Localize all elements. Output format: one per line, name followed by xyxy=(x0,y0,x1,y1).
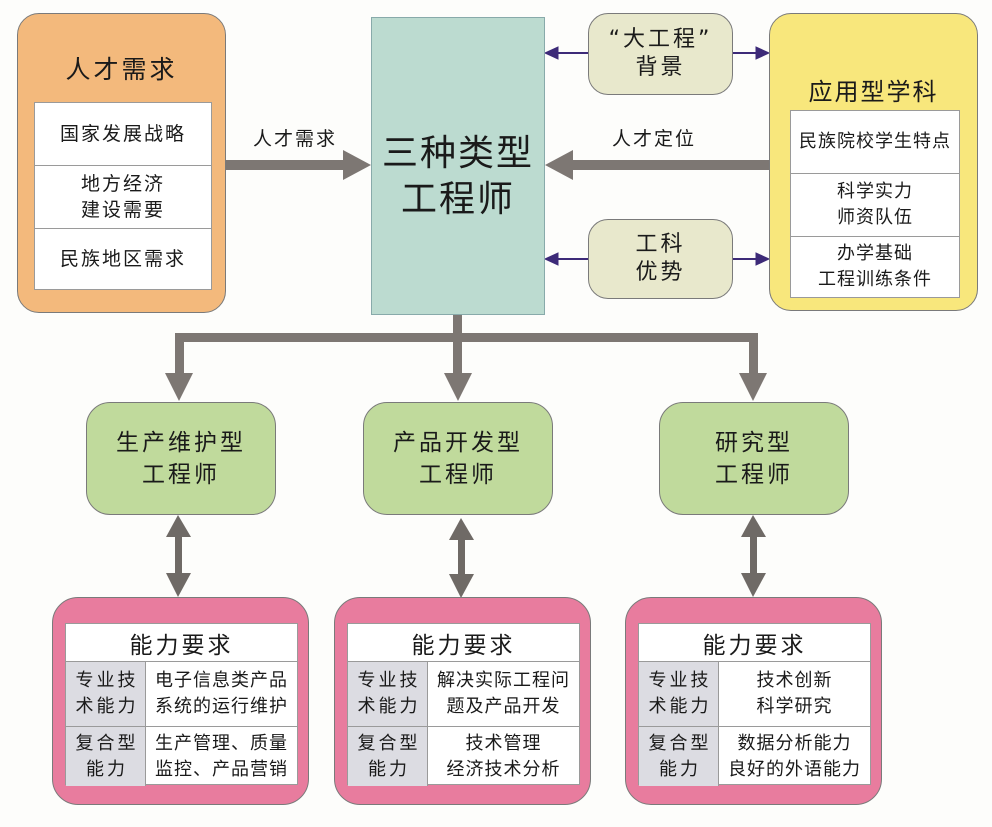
row-label: 专业技 术能力 xyxy=(348,662,428,726)
table-row: 复合型 能力 生产管理、质量 监控、产品营销 xyxy=(66,727,297,786)
applied-discipline-title: 应用型学科 xyxy=(808,78,939,106)
row-value: 生产管理、质量 监控、产品营销 xyxy=(155,732,288,780)
row-value: 技术管理 经济技术分析 xyxy=(446,732,561,780)
engineering-advantage-box: 工科 优势 xyxy=(588,219,733,299)
arrow-engineers-to-types xyxy=(165,315,767,401)
engineers-title: 三种类型 工程师 xyxy=(381,133,534,220)
talent-demand-panel: 人才需求 国家发展战略 地方经济 建设需要 民族地区需求 xyxy=(17,13,226,313)
demand-item: 地方经济 建设需要 xyxy=(35,166,211,229)
discipline-item: 办学基础 工程训练条件 xyxy=(818,243,932,290)
row-label: 复合型 能力 xyxy=(639,727,719,786)
requirements-title: 能力要求 xyxy=(348,624,579,662)
arrow-type3-requirements xyxy=(741,515,766,597)
arrow-label-talent-positioning: 人才定位 xyxy=(612,128,697,150)
row-value: 电子信息类产品 系统的运行维护 xyxy=(155,670,288,717)
research-engineer-box: 研究型 工程师 xyxy=(659,402,849,515)
applied-discipline-panel: 应用型学科 民族院校学生特点 科学实力 师资队伍 办学基础 工程训练条件 xyxy=(769,13,978,311)
requirements-title: 能力要求 xyxy=(639,624,870,662)
row-value: 技术创新 科学研究 xyxy=(756,670,833,717)
row-label: 复合型 能力 xyxy=(348,727,428,786)
row-value: 解决实际工程问 题及产品开发 xyxy=(437,670,570,717)
table-row: 复合型 能力 数据分析能力 良好的外语能力 xyxy=(639,727,870,786)
row-label: 复合型 能力 xyxy=(66,727,146,786)
requirements-panel-production: 能力要求 专业技 术能力 电子信息类产品 系统的运行维护 复合型 能力 生产管理… xyxy=(52,597,309,805)
arrow-type1-requirements xyxy=(166,515,191,597)
discipline-item: 民族院校学生特点 xyxy=(791,111,959,174)
arrow-discipline-to-engineers xyxy=(545,150,769,180)
requirements-panel-development: 能力要求 专业技 术能力 解决实际工程问 题及产品开发 复合型 能力 技术管理 … xyxy=(334,597,591,805)
row-value: 数据分析能力 良好的外语能力 xyxy=(728,732,861,780)
arrow-demand-to-engineers xyxy=(226,150,371,180)
production-maintenance-engineer-box: 生产维护型 工程师 xyxy=(86,402,276,515)
talent-demand-list: 国家发展战略 地方经济 建设需要 民族地区需求 xyxy=(34,102,212,290)
table-row: 专业技 术能力 电子信息类产品 系统的运行维护 xyxy=(66,662,297,727)
applied-discipline-list: 民族院校学生特点 科学实力 师资队伍 办学基础 工程训练条件 xyxy=(790,110,960,298)
three-engineer-types-box: 三种类型 工程师 xyxy=(371,17,545,315)
requirements-panel-research: 能力要求 专业技 术能力 技术创新 科学研究 复合型 能力 数据分析能力 良好的… xyxy=(625,597,882,805)
row-label: 专业技 术能力 xyxy=(66,662,146,726)
table-row: 专业技 术能力 解决实际工程问 题及产品开发 xyxy=(348,662,579,727)
big-engineering-background-box: “大工程” 背景 xyxy=(588,13,733,95)
arrow-advantage-bidirectional xyxy=(543,252,771,266)
requirements-table: 能力要求 专业技 术能力 电子信息类产品 系统的运行维护 复合型 能力 生产管理… xyxy=(65,623,298,786)
requirements-title: 能力要求 xyxy=(66,624,297,662)
demand-item: 国家发展战略 xyxy=(35,103,211,166)
row-label: 专业技 术能力 xyxy=(639,662,719,726)
product-development-engineer-box: 产品开发型 工程师 xyxy=(363,402,553,515)
requirements-table: 能力要求 专业技 术能力 技术创新 科学研究 复合型 能力 数据分析能力 良好的… xyxy=(638,623,871,786)
arrow-background-bidirectional xyxy=(543,46,771,60)
table-row: 复合型 能力 技术管理 经济技术分析 xyxy=(348,727,579,786)
arrow-type2-requirements xyxy=(449,518,474,598)
demand-item: 民族地区需求 xyxy=(59,248,186,270)
arrow-label-talent-demand: 人才需求 xyxy=(253,128,338,150)
table-row: 专业技 术能力 技术创新 科学研究 xyxy=(639,662,870,727)
talent-demand-title: 人才需求 xyxy=(65,55,178,84)
discipline-item: 科学实力 师资队伍 xyxy=(791,174,959,237)
requirements-table: 能力要求 专业技 术能力 解决实际工程问 题及产品开发 复合型 能力 技术管理 … xyxy=(347,623,580,786)
